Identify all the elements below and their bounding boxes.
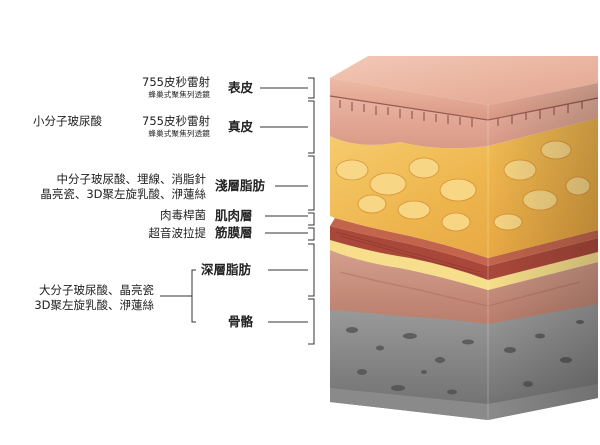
layer-label-superficial-fat: 淺層脂肪 — [215, 179, 265, 192]
deep-treatment-line1: 大分子玻尿酸、晶亮瓷 — [39, 284, 154, 296]
dermis-treatment-label: 755皮秒雷射 — [142, 115, 210, 127]
layer-label-bone: 骨骼 — [228, 315, 253, 328]
deep-treatment-line2: 3D聚左旋乳酸、洢蓮絲 — [34, 299, 154, 311]
fascia-treatment-label: 超音波拉提 — [149, 227, 207, 239]
epidermis-treatment-sublabel: 蜂巢式聚焦列透鏡 — [148, 91, 210, 99]
superficial-fat-treatment-line2: 晶亮瓷、3D聚左旋乳酸、洢蓮絲 — [40, 188, 206, 200]
layer-label-deep-fat: 深層脂肪 — [201, 263, 251, 276]
epidermis-treatment-label: 755皮秒雷射 — [142, 76, 210, 88]
muscle-treatment-label: 肉毒桿菌 — [160, 209, 206, 221]
superficial-fat-treatment-line1: 中分子玻尿酸、埋線、消脂針 — [57, 173, 207, 185]
layer-label-dermis: 真皮 — [228, 120, 253, 133]
layer-label-muscle: 肌肉層 — [215, 209, 253, 222]
layer-label-fascia: 筋膜層 — [215, 226, 253, 239]
layer-label-epidermis: 表皮 — [228, 81, 253, 94]
dermis-filler-label: 小分子玻尿酸 — [33, 115, 102, 127]
dermis-treatment-sublabel: 蜂巢式聚焦列透鏡 — [148, 130, 210, 138]
